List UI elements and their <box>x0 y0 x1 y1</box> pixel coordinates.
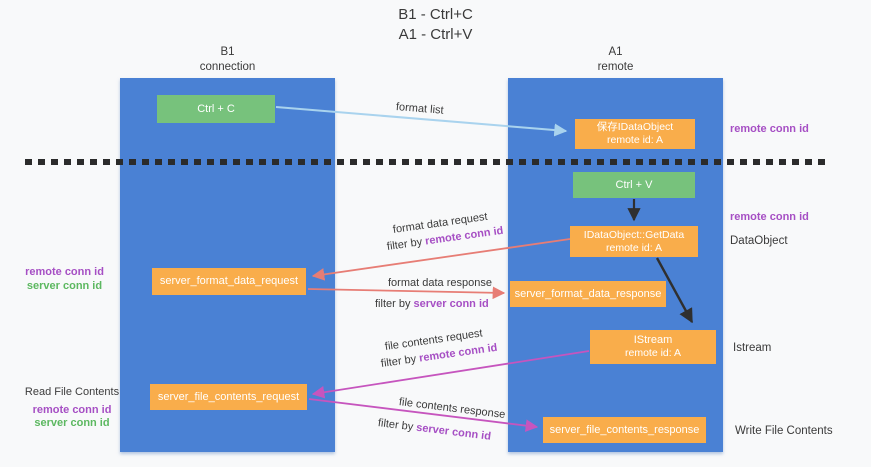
istream-side-label: Istream <box>733 342 772 354</box>
title-line-2: A1 - Ctrl+V <box>398 26 473 43</box>
server-format-data-request-label: server_format_data_request <box>159 275 299 287</box>
remote-conn-id-label-top: remote conn id <box>730 123 809 135</box>
lane-b1-role: connection <box>199 61 256 73</box>
server-conn-id-label-bottom: server conn id <box>34 417 110 429</box>
server-conn-id-label-left: server conn id <box>26 279 103 292</box>
remote-conn-id-label-mid: remote conn id <box>730 211 809 223</box>
node-server-format-data-response: server_format_data_response <box>510 281 666 307</box>
file-contents-response-filter-label: filter by server conn id <box>377 417 491 443</box>
getdata-line2: remote id: A <box>605 241 663 254</box>
filter-by-text: filter by <box>386 236 423 253</box>
save-idataobject-line1: 保存IDataObject <box>596 121 674 133</box>
lane-header-b1: B1 connection <box>120 45 335 75</box>
format-data-response-arrow <box>307 286 506 300</box>
write-file-contents-label: Write File Contents <box>735 425 833 437</box>
server-conn-id-text: server conn id <box>415 421 492 443</box>
filter-by-text: filter by <box>380 353 417 370</box>
istream-line2: remote id: A <box>624 347 682 359</box>
format-list-label: format list <box>395 101 445 117</box>
node-server-format-data-request: server_format_data_request <box>152 268 306 295</box>
filter-by-text: filter by <box>375 298 411 310</box>
save-idataobject-line2: remote id: A <box>606 134 664 146</box>
dashed-separator-line <box>25 159 831 165</box>
lane-a1-role: remote <box>597 61 634 73</box>
node-save-idataobject: 保存IDataObject remote id: A <box>575 119 695 149</box>
remote-conn-id-label-bottom: remote conn id <box>32 403 112 416</box>
ctrl-v-label: Ctrl + V <box>615 178 653 191</box>
lane-header-a1: A1 remote <box>508 45 723 75</box>
read-file-contents-label: Read File Contents <box>24 386 120 398</box>
server-file-contents-request-label: server_file_contents_request <box>157 390 300 403</box>
dataobject-label: DataObject <box>730 235 788 247</box>
left-conn-id-group-mid: remote conn id server conn id <box>17 266 112 293</box>
node-ctrl-c: Ctrl + C <box>157 95 275 123</box>
left-conn-id-group-bottom: Read File Contents remote conn id server… <box>22 386 122 431</box>
format-data-response-filter-label: filter by server conn id <box>375 298 489 310</box>
server-file-contents-response-label: server_file_contents_response <box>549 423 700 436</box>
file-contents-response-label: file contents response <box>398 396 506 421</box>
title-line-1: B1 - Ctrl+C <box>398 6 473 23</box>
node-ctrl-v: Ctrl + V <box>573 172 695 198</box>
server-format-data-response-label: server_format_data_response <box>514 287 662 300</box>
filter-by-text: filter by <box>377 417 414 434</box>
istream-line1: IStream <box>633 334 673 346</box>
format-data-response-label: format data response <box>388 277 492 289</box>
getdata-line1: IDataObject::GetData <box>583 228 685 241</box>
node-istream: IStream remote id: A <box>590 330 716 364</box>
node-server-file-contents-request: server_file_contents_request <box>150 384 307 410</box>
diagram-title: B1 - Ctrl+C A1 - Ctrl+V <box>0 5 871 45</box>
node-idataobject-getdata: IDataObject::GetData remote id: A <box>570 226 698 257</box>
lane-b1-name: B1 <box>220 46 235 58</box>
server-conn-id-text: server conn id <box>413 298 489 310</box>
ctrl-c-label: Ctrl + C <box>197 102 235 115</box>
node-server-file-contents-response: server_file_contents_response <box>543 417 706 443</box>
remote-conn-id-label-left: remote conn id <box>25 266 104 278</box>
lane-a1-name: A1 <box>608 46 623 58</box>
